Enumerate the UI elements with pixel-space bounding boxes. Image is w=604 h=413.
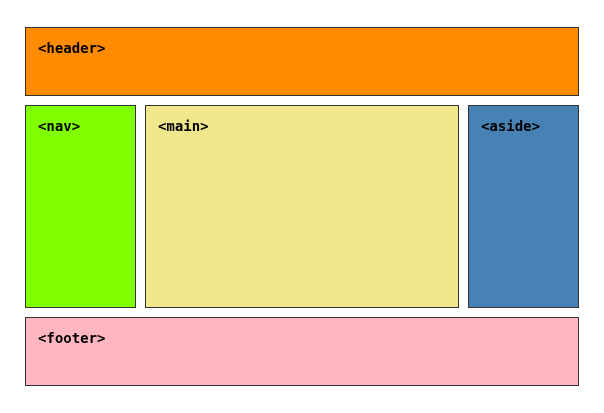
footer-region-label: <footer>: [38, 331, 106, 347]
nav-region: <nav>: [25, 105, 136, 308]
aside-region: <aside>: [468, 105, 579, 308]
main-region: <main>: [145, 105, 459, 308]
main-region-label: <main>: [158, 119, 209, 135]
aside-region-label: <aside>: [481, 119, 541, 135]
nav-region-label: <nav>: [38, 119, 81, 135]
footer-region: <footer>: [25, 317, 579, 386]
header-region-label: <header>: [38, 41, 106, 57]
header-region: <header>: [25, 27, 579, 96]
